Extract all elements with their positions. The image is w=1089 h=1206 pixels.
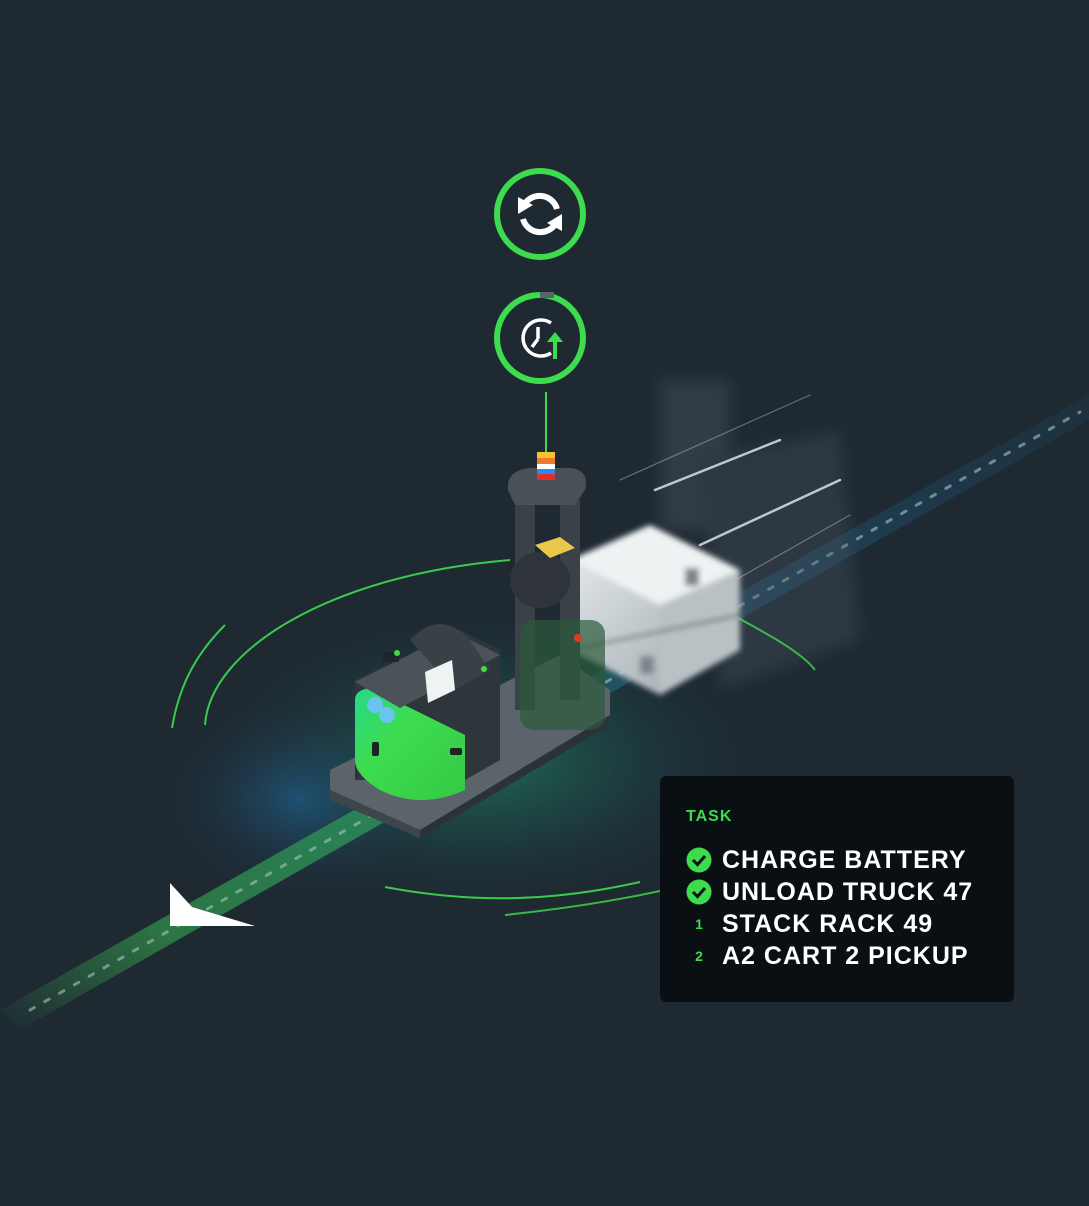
check-circle-icon — [686, 879, 712, 905]
task-item: 2 A2 CART 2 PICKUP — [686, 940, 988, 972]
task-item: 1 STACK RACK 49 — [686, 908, 988, 940]
sync-icon — [518, 192, 562, 236]
check-circle-icon — [686, 847, 712, 873]
task-order-number: 2 — [695, 948, 703, 964]
beacon-light — [537, 452, 555, 480]
sync-status-button[interactable] — [494, 168, 586, 260]
task-item: UNLOAD TRUCK 47 — [686, 876, 988, 908]
task-label: UNLOAD TRUCK 47 — [722, 877, 974, 906]
task-panel: TASK CHARGE BATTERY UNLOAD TRUCK 47 1 ST… — [660, 776, 1014, 1002]
task-item: CHARGE BATTERY — [686, 844, 988, 876]
task-label: A2 CART 2 PICKUP — [722, 941, 969, 970]
progress-gap — [505, 303, 575, 373]
task-panel-title: TASK — [686, 808, 733, 825]
schedule-progress-button[interactable] — [494, 292, 586, 384]
clock-upload-icon — [521, 318, 563, 359]
progress-remaining — [540, 292, 554, 298]
task-label: STACK RACK 49 — [722, 909, 934, 938]
direction-arrow — [170, 883, 255, 926]
task-order-number: 1 — [695, 916, 703, 932]
task-label: CHARGE BATTERY — [722, 845, 967, 874]
